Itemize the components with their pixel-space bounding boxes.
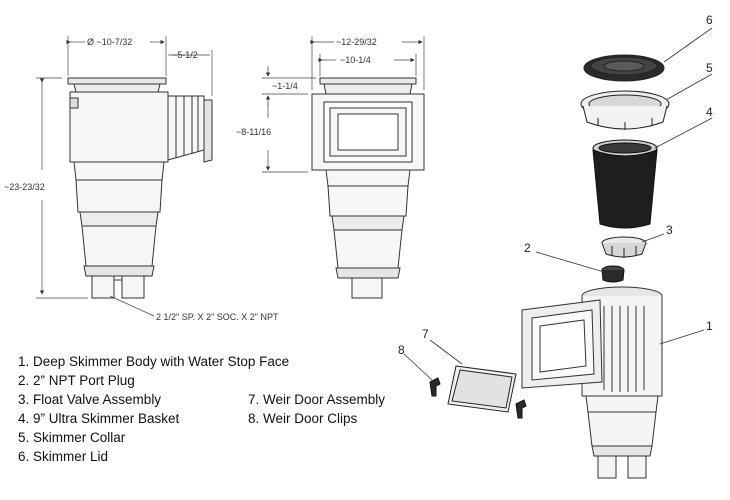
legend-item: 6. Skimmer Lid <box>18 449 109 464</box>
callout-8: 8 <box>398 343 405 357</box>
part-weir-door-clips <box>429 377 527 419</box>
callout-4: 4 <box>706 105 713 119</box>
legend-item: 4. 9” Ultra Skimmer Basket <box>18 411 180 426</box>
legend-item: 5. Skimmer Collar <box>18 430 126 445</box>
legend-item: 2. 2” NPT Port Plug <box>18 373 135 388</box>
callout-2: 2 <box>524 241 531 255</box>
legend-item: 1. Deep Skimmer Body with Water Stop Fac… <box>18 354 290 369</box>
dim-side-width: Ø ~10-7/32 <box>87 37 132 47</box>
part-port-plug <box>601 265 625 283</box>
dim-inner-width: ~10-1/4 <box>340 55 371 65</box>
callout-3: 3 <box>666 223 673 237</box>
dim-body-height: ~8-11/16 <box>236 127 271 137</box>
part-skimmer-body <box>521 286 663 479</box>
part-float-valve <box>601 236 647 258</box>
parts-legend-left: 1. Deep Skimmer Body with Water Stop Fac… <box>18 352 289 466</box>
dim-lid-height: ~1-1/4 <box>272 81 298 91</box>
part-skimmer-basket <box>592 139 658 229</box>
dim-outer-width: ~12-29/32 <box>336 37 377 47</box>
legend-item: 7. Weir Door Assembly <box>248 392 386 407</box>
dim-total-height: ~23-23/32 <box>4 182 45 192</box>
callout-6: 6 <box>706 13 713 27</box>
dim-side-offset: ~5-1/2 <box>172 50 198 60</box>
legend-item: 3. Float Valve Assembly <box>18 392 162 407</box>
part-skimmer-collar <box>580 90 670 130</box>
dim-port-note: 2 1/2" SP. X 2" SOC. X 2" NPT <box>156 312 279 322</box>
legend-item: 8. Weir Door Clips <box>248 411 358 426</box>
callout-1: 1 <box>706 319 713 333</box>
front-dimension-lines <box>262 36 425 173</box>
parts-legend-right: 7. Weir Door Assembly 8. Weir Door Clips <box>248 390 385 428</box>
callout-5: 5 <box>706 61 713 75</box>
part-skimmer-lid <box>583 54 665 82</box>
side-view <box>67 77 213 299</box>
part-weir-door <box>447 365 517 413</box>
side-dimension-lines <box>36 36 213 317</box>
callout-7: 7 <box>422 327 429 341</box>
callout-leaders <box>403 27 713 381</box>
front-view <box>311 77 425 299</box>
